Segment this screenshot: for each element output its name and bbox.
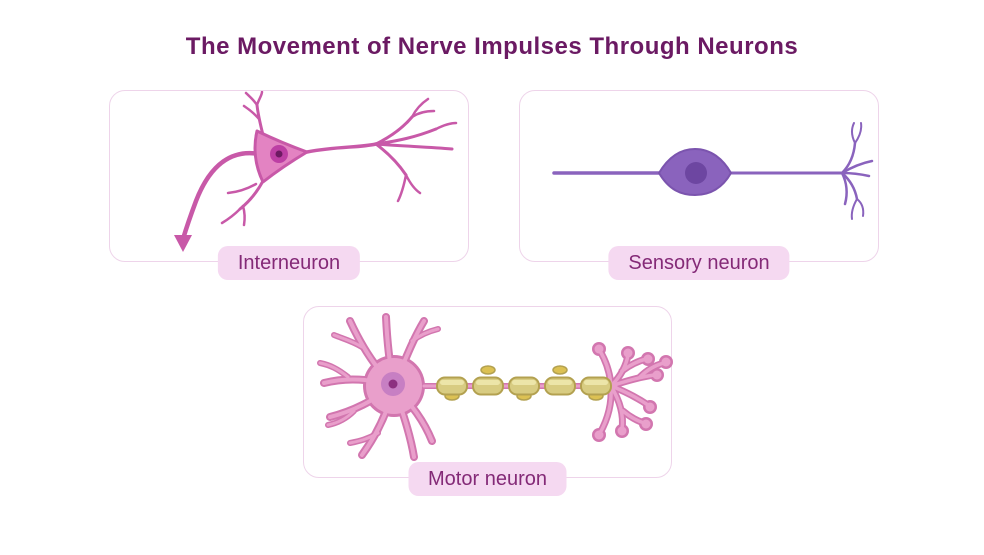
sensory-dendrite-endings [840,122,874,220]
motor-axon-terminals [594,344,671,440]
page-title: The Movement of Nerve Impulses Through N… [185,33,799,60]
label-interneuron: Interneuron [217,246,361,280]
card-sensory-neuron: Sensory neuron [519,90,879,280]
motor-soma [381,372,405,396]
interneuron-illustration [174,91,458,252]
motor-neuron-illustration [317,313,673,461]
sensory-neuron-illustration [552,122,874,220]
motor-nucleolus [388,379,398,389]
interneuron-dendrites [220,91,458,227]
card-interneuron: Interneuron [109,90,469,280]
label-sensory-neuron: Sensory neuron [608,246,790,280]
interneuron-soma [253,129,309,184]
motor-myelin-sheath [436,365,612,401]
sensory-nucleus [685,162,707,184]
interneuron-axon [174,150,267,252]
card-motor-neuron: Motor neuron [303,306,673,496]
label-motor-neuron: Motor neuron [408,462,567,496]
sensory-soma [657,147,733,197]
interneuron-nucleolus [275,150,283,158]
